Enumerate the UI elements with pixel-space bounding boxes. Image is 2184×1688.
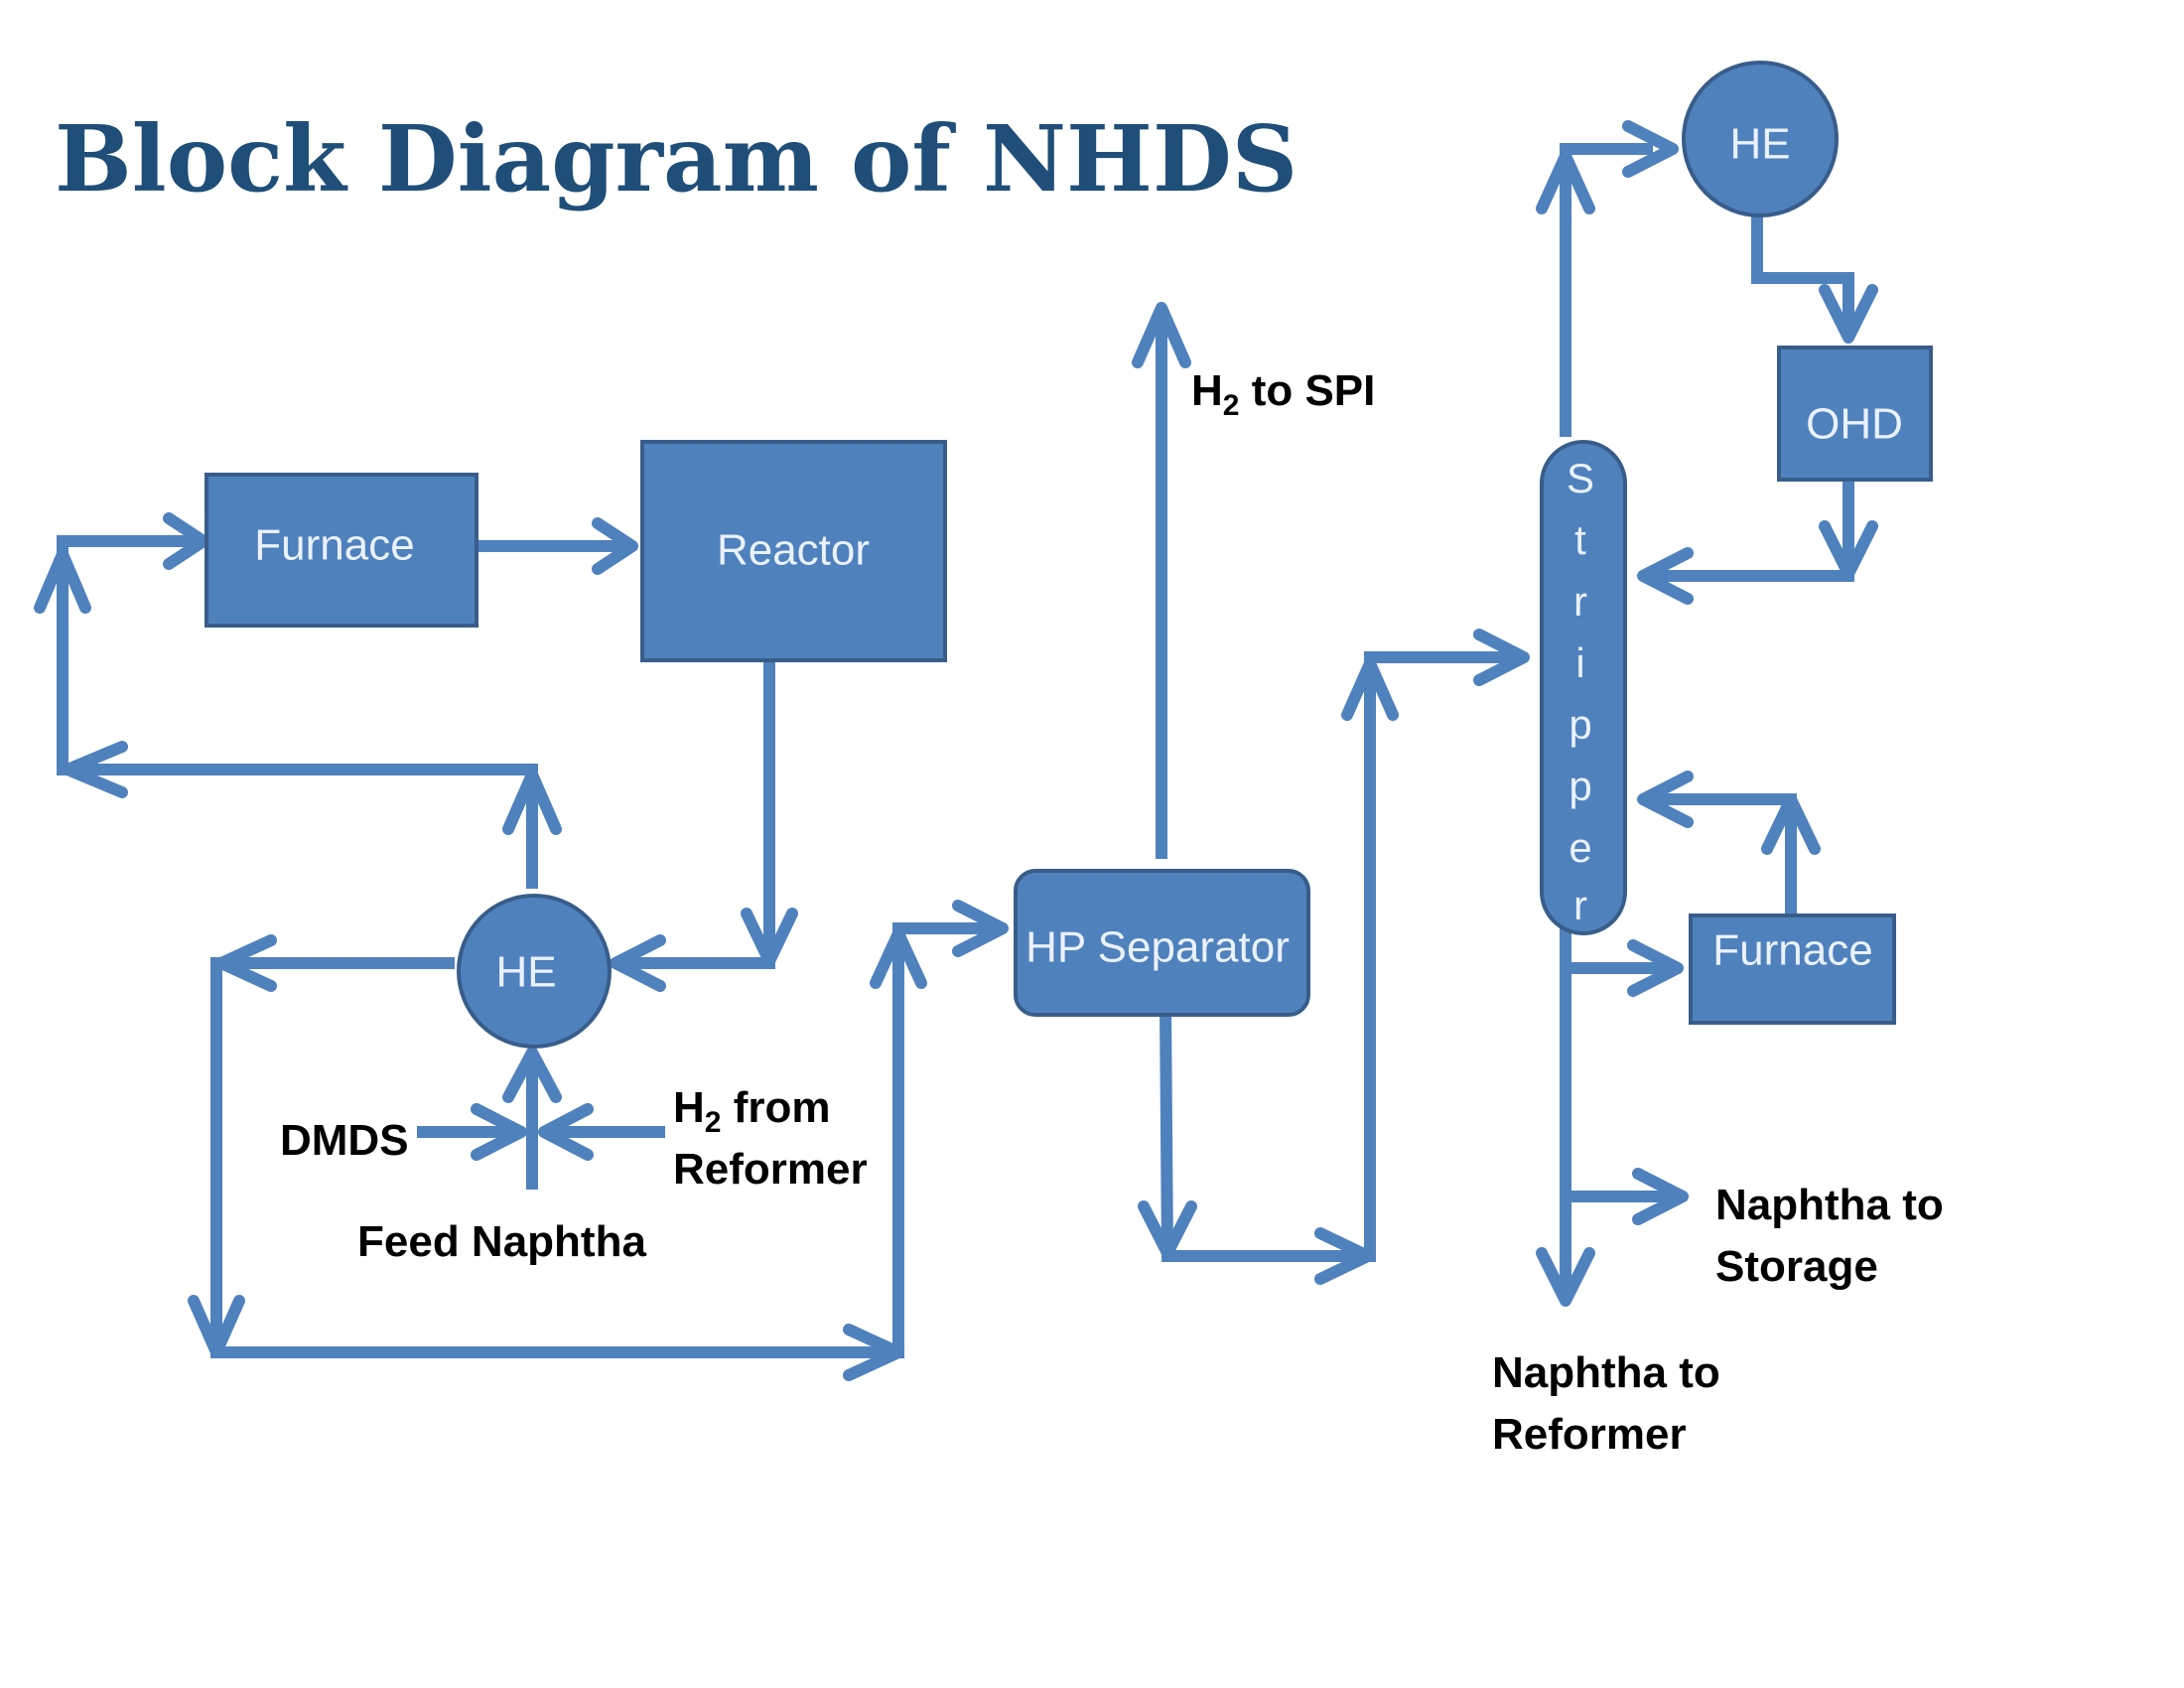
furnace-left-block: Furnace [205,473,478,628]
naphtha-to-storage-label: Naphtha to [1715,1181,1944,1229]
he-top-node: HE [1682,61,1839,217]
reactor-block: Reactor [640,440,947,662]
hp-separator-label: HP Separator [1025,923,1290,972]
arrow-right-into-furnace-right [1627,939,1684,997]
arrow-up-from-furnace-right [1761,793,1821,855]
he-to-hp-separator-line [210,922,993,1358]
stripper-letter: p [1569,701,1591,748]
naphtha-to-reformer-label-line2: Reformer [1492,1410,1687,1459]
arrow-down-left-loop [188,1295,245,1358]
arrow-right-to-storage [1632,1168,1689,1225]
reactor-label: Reactor [717,526,870,575]
naphtha-to-reformer-label: Naphtha to [1492,1348,1720,1397]
stripper-letter: r [1573,578,1587,625]
arrow-up-from-he [502,769,562,835]
arrow-left-from-he [215,934,277,992]
he-left-node: HE [457,894,612,1049]
arrow-left-into-stripper-ohd [1637,547,1694,605]
h2-from-reformer-label-line2: Reformer [673,1145,868,1194]
stripper-to-he-top-line [1560,143,1653,437]
furnace-right-block: Furnace [1689,914,1896,1025]
stripper-letter: p [1569,763,1591,809]
arrow-right-bottom-loop [843,1324,904,1381]
arrow-right-into-furnace [163,512,209,570]
arrow-left-split [62,741,128,798]
arrow-up-bottom-loop [870,927,927,989]
arrow-right-into-reactor [592,517,638,575]
arrow-left-into-stripper-furnace [1637,771,1694,828]
arrow-left-h2-feed [538,1103,594,1161]
arrow-right-hp-bottom [1314,1227,1374,1285]
stripper-letter: e [1569,824,1591,871]
arrow-left-into-he [610,934,666,992]
arrow-right-into-hp-separator [952,900,1009,957]
feed-naphtha-label: Feed Naphtha [357,1217,646,1266]
arrow-down-hp-separator [1138,1200,1197,1259]
stripper-letter: t [1574,516,1586,563]
arrow-right-into-stripper [1473,629,1530,686]
stripper-letter: S [1567,455,1594,501]
ohd-block: OHD [1777,346,1933,482]
he-top-label: HE [1729,120,1790,169]
dmds-label: DMDS [280,1116,409,1165]
he-left-label: HE [495,948,556,997]
arrow-up-feed-naphtha [502,1047,562,1103]
arrow-down-from-reactor [741,908,798,967]
h2-from-reformer-label: H2 from [673,1083,830,1139]
furnace-left-label: Furnace [254,521,414,570]
arrow-down-into-ohd [1819,284,1878,344]
stripper-letter: i [1575,639,1584,686]
page-title: Block Diagram of NHDS [55,105,1297,212]
arrow-up-stripper-top [1536,150,1595,214]
arrow-right-dmds [471,1103,527,1161]
ohd-label: OHD [1806,400,1903,449]
naphtha-to-storage-label-line2: Storage [1715,1242,1878,1291]
arrow-right-into-he-top [1622,120,1679,178]
furnace-right-label: Furnace [1712,926,1872,975]
arrow-heads [34,120,1878,1381]
arrow-down-to-reformer [1536,1247,1595,1307]
arrow-up-to-stripper-feed [1341,657,1399,721]
he-top-to-ohd-line [1751,213,1854,333]
stripper-column: S t r i p p e r [1540,440,1627,935]
arrow-up-h2-to-spi [1132,302,1191,368]
arrow-down-from-ohd [1819,520,1878,580]
hp-separator-block: HP Separator [1014,869,1310,1017]
arrow-up-to-furnace [34,548,91,614]
h2-to-spi-label: H2 to SPI [1191,366,1375,422]
stripper-letter: r [1573,882,1587,928]
